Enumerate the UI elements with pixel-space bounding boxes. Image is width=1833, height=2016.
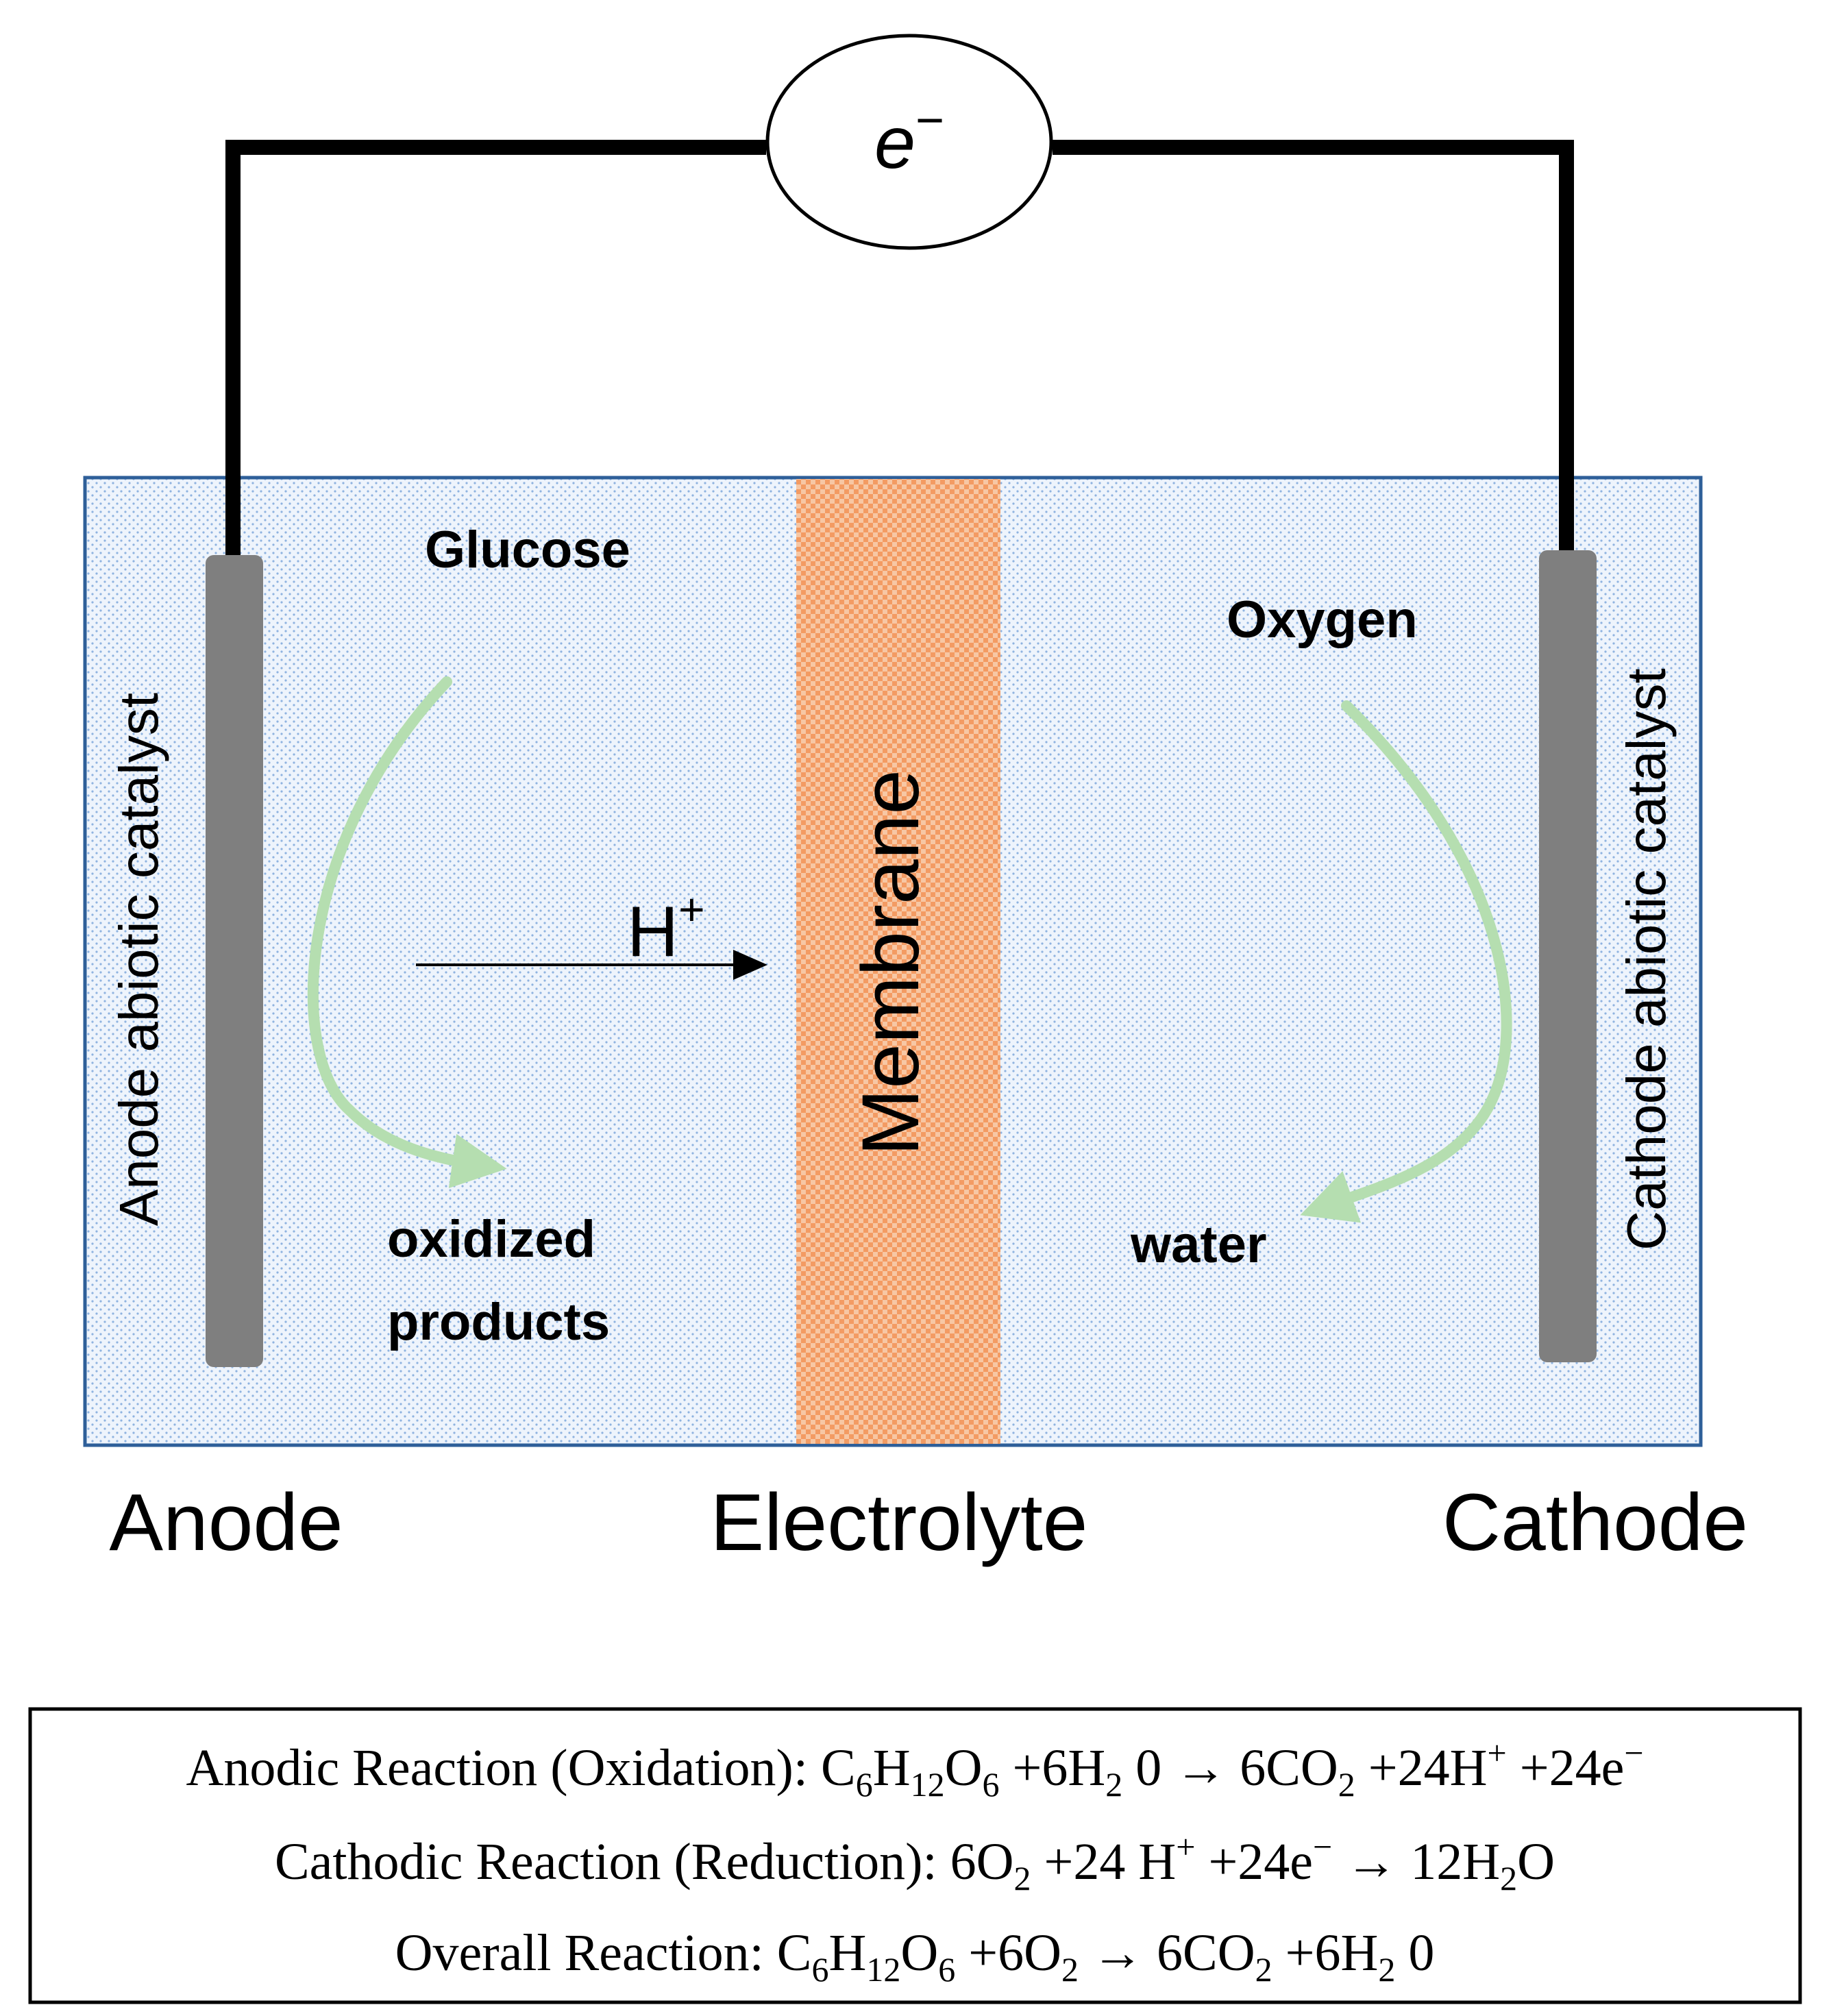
anodic-reaction: Anodic Reaction (Oxidation): C6​H12​O6​ …: [186, 1734, 1643, 1804]
reaction-arrow: →: [1079, 1924, 1157, 1982]
subscript: 6: [856, 1765, 873, 1804]
electron-symbol: e−: [874, 93, 944, 184]
electrolyte-label: Electrolyte: [711, 1477, 1088, 1568]
subscript: 12: [911, 1765, 945, 1804]
subscript: 12: [866, 1950, 900, 1989]
cathode-label: Cathode: [1442, 1477, 1748, 1568]
reaction-arrow: →: [1161, 1739, 1240, 1797]
subscript: 2: [1500, 1859, 1517, 1897]
circuit-wire-right: [1053, 140, 1574, 558]
formula-part: 12H: [1410, 1833, 1500, 1891]
water-label: water: [1130, 1216, 1267, 1274]
cathodic-reaction: Cathodic Reaction (Reduction): 6O2​ +24 …: [275, 1828, 1555, 1897]
subscript: 6: [938, 1950, 955, 1989]
overall-reaction: Overall Reaction: C6​H12​O6​ +6O2​ → 6CO…: [395, 1924, 1435, 1989]
formula-part: +6O: [955, 1924, 1061, 1982]
formula-part: O: [1517, 1833, 1555, 1891]
oxygen-label: Oxygen: [1227, 591, 1418, 649]
superscript: +: [1176, 1828, 1195, 1866]
reaction-arrow: →: [1332, 1833, 1410, 1891]
membrane: [796, 479, 1000, 1444]
formula-part: +24H: [1355, 1739, 1488, 1797]
electron-load: [765, 34, 1053, 250]
anode-label: Anode: [109, 1477, 343, 1568]
anode-catalyst-label: Anode abiotic catalyst: [108, 693, 169, 1226]
formula-part: +6H: [999, 1739, 1105, 1797]
anode-reaction-arrow: [307, 676, 507, 1188]
cathode-catalyst-label: Cathode abiotic catalyst: [1616, 668, 1677, 1250]
formula-part: 6CO: [1157, 1924, 1255, 1982]
subscript: 2: [1255, 1950, 1272, 1989]
reaction-label: Overall Reaction:: [395, 1924, 777, 1982]
superscript: +: [1488, 1734, 1507, 1772]
formula-part: 0: [1122, 1739, 1161, 1797]
formula-part: 0: [1395, 1924, 1434, 1982]
subscript: 6: [982, 1765, 999, 1804]
subscript: 2: [1061, 1950, 1079, 1989]
glucose-label: Glucose: [425, 521, 630, 579]
formula-part: C: [777, 1924, 812, 1982]
cathode-reaction-arrow: [1300, 700, 1512, 1223]
formula-part: +24 H: [1031, 1833, 1176, 1891]
formula-part: O: [945, 1739, 983, 1797]
formula-part: H: [873, 1739, 911, 1797]
formula-part: +6H: [1272, 1924, 1379, 1982]
proton-label: H+: [627, 884, 705, 972]
reaction-label: Cathodic Reaction (Reduction):: [275, 1833, 950, 1891]
formula-part: +24e: [1195, 1833, 1313, 1891]
subscript: 2: [1338, 1765, 1355, 1804]
subscript: 2: [1378, 1950, 1395, 1989]
formula-part: 6O: [950, 1833, 1014, 1891]
reactions-box: [28, 1707, 1802, 2004]
anode-electrode: [206, 555, 263, 1367]
superscript: −: [1313, 1828, 1332, 1866]
proton-arrow-head: [733, 950, 767, 980]
subscript: 2: [1013, 1859, 1031, 1897]
formula-part: +24e: [1507, 1739, 1625, 1797]
formula-part: H: [828, 1924, 866, 1982]
subscript: 2: [1105, 1765, 1122, 1804]
superscript: −: [1624, 1734, 1643, 1772]
subscript: 6: [811, 1950, 828, 1989]
formula-part: C: [821, 1739, 856, 1797]
circuit-wire: [225, 140, 766, 562]
cathode-electrode: [1539, 550, 1597, 1362]
formula-part: 6CO: [1240, 1739, 1338, 1797]
membrane-label: Membrane: [846, 770, 936, 1156]
reaction-label: Anodic Reaction (Oxidation):: [186, 1739, 821, 1797]
formula-part: O: [900, 1924, 938, 1982]
